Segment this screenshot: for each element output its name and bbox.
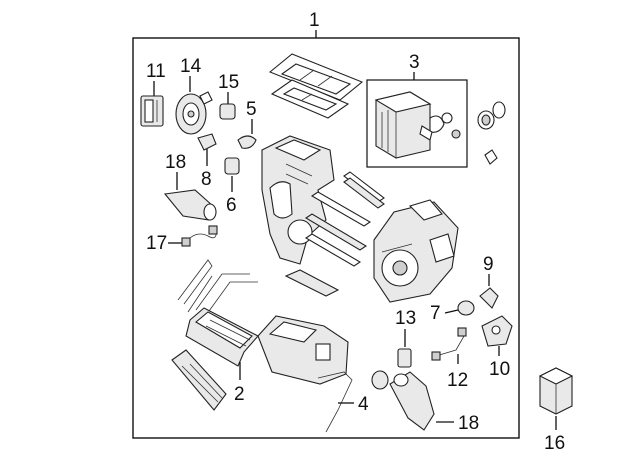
sensor-harness-12: [431, 327, 467, 361]
hvac-housing-left: [261, 135, 335, 265]
callout-1: 1: [309, 10, 320, 31]
mode-doors: [284, 171, 385, 297]
heater-core-pipes: [177, 259, 258, 319]
callout-12: 12: [447, 370, 468, 391]
air-filter-frame: [268, 53, 364, 119]
duct-18-upper: [163, 189, 217, 221]
actuator-8: [197, 133, 217, 151]
callout-6: 6: [226, 195, 237, 216]
callout-16: 16: [544, 433, 565, 454]
leader-7: [444, 309, 459, 314]
callout-3: 3: [409, 52, 420, 73]
resistor-15: [219, 103, 236, 120]
hvac-housing-right: [373, 199, 459, 303]
callout-9: 9: [483, 254, 494, 275]
callout-8: 8: [201, 169, 212, 190]
duct-18-lower: [371, 370, 435, 431]
callout-4: 4: [358, 394, 369, 415]
heater-core-2: [185, 307, 259, 367]
blower-motor-14: [175, 91, 213, 135]
seal-5: [237, 135, 257, 149]
actuator-11: [140, 95, 164, 127]
callout-14: 14: [180, 56, 202, 77]
actuator-6: [224, 157, 240, 175]
callout-18-upper: 18: [165, 152, 186, 173]
control-module-16: [538, 367, 574, 415]
callout-5: 5: [246, 99, 257, 120]
lower-door-panel: [171, 349, 227, 411]
sensor-13: [397, 348, 412, 368]
callout-18-lower: 18: [458, 413, 479, 434]
expansion-valve-seals: [477, 101, 506, 165]
callout-11: 11: [146, 61, 166, 82]
callout-2: 2: [234, 384, 245, 405]
subassembly-frame-3: [366, 79, 468, 168]
callout-7: 7: [430, 303, 441, 324]
wire-harness-17: [181, 225, 218, 247]
lower-case: [257, 315, 349, 385]
callout-10: 10: [489, 359, 510, 380]
drain-hose-4: [317, 371, 353, 433]
callout-13: 13: [395, 308, 416, 329]
assembly-frame: [132, 37, 520, 439]
callout-15: 15: [218, 72, 239, 93]
callout-17: 17: [146, 233, 167, 254]
actuator-9: [479, 287, 499, 309]
grommet-7: [457, 300, 475, 316]
evaporator-core: [374, 91, 461, 159]
actuator-10: [481, 315, 513, 347]
